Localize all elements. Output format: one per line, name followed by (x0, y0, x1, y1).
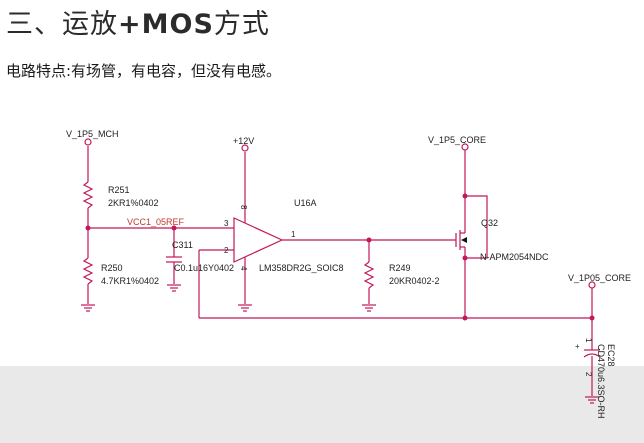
q32-ref: Q32 (481, 218, 498, 228)
junction-dot (589, 315, 595, 321)
ec28-plus-sign: + (575, 342, 580, 351)
c311-ref: C311 (172, 240, 193, 250)
u16a-opamp (233, 217, 284, 263)
junction-dot (462, 315, 468, 321)
slide-title: 三、运放+MOS方式 (6, 2, 270, 41)
opamp-pin-4: 4 (239, 266, 248, 271)
q32-body-diode-wire (465, 195, 488, 259)
title-suffix: 方式 (213, 9, 270, 40)
v1p5-core-power-symbol (461, 143, 469, 151)
opamp-pin-8: 8 (239, 205, 248, 210)
net-vcc-ref-label: VCC1_05REF (127, 217, 185, 227)
r249-value: 20KR0402-2 (389, 276, 440, 286)
net-plus12v-label: +12V (233, 136, 254, 146)
junction-dot (462, 255, 468, 261)
ec28-value: CD470u6.3SO-RH (596, 344, 606, 419)
ec28-plate-bottom (583, 353, 601, 358)
r251-value: 2KR1%0402 (108, 198, 159, 208)
v1p05-core-power-symbol (588, 281, 596, 289)
opamp-pin-2: 2 (224, 246, 229, 255)
junction-dot (366, 237, 372, 243)
c311-value: C0.1u16Y0402 (174, 263, 234, 273)
slide-description: 电路特点:有场管，有电容，但没有电感。 (6, 62, 282, 80)
junction-dot (85, 225, 91, 231)
q32-part: N-APM2054NDC (480, 252, 549, 262)
title-latin: +MOS (118, 9, 214, 40)
q32-arrow (461, 237, 467, 243)
r250-value: 4.7KR1%0402 (101, 276, 159, 286)
ground-symbol (167, 284, 181, 292)
ec28-pin-2: 2 (584, 372, 593, 377)
net-v1p5-mch-label: V_1P5_MCH (66, 129, 119, 139)
r251-ref: R251 (108, 185, 130, 195)
u16a-ref: U16A (294, 198, 317, 208)
plus12v-power-symbol (241, 144, 249, 152)
ground-symbol (238, 304, 252, 312)
ec28-pin-1: 1 (584, 338, 593, 343)
ground-symbol (585, 396, 599, 404)
junction-dot (462, 193, 468, 199)
ground-symbol (81, 304, 95, 312)
net-v1p05-core-label: V_1P05_CORE (568, 273, 631, 283)
r251-resistor (82, 181, 94, 209)
u16a-part: LM358DR2G_SOIC8 (259, 263, 344, 273)
background-band (0, 366, 644, 443)
r250-ref: R250 (101, 263, 123, 273)
r250-resistor (82, 257, 94, 285)
r249-ref: R249 (389, 263, 411, 273)
title-prefix: 三、运放 (6, 9, 118, 40)
ground-symbol (362, 304, 376, 312)
net-v1p5-core-label: V_1P5_CORE (428, 135, 486, 145)
opamp-pin-1: 1 (291, 230, 296, 239)
junction-dot (171, 225, 177, 231)
r249-resistor (363, 261, 375, 289)
opamp-pin-3: 3 (224, 219, 229, 228)
ec28-ref: EC28 (606, 344, 616, 367)
v1p5-mch-power-symbol (84, 138, 92, 146)
